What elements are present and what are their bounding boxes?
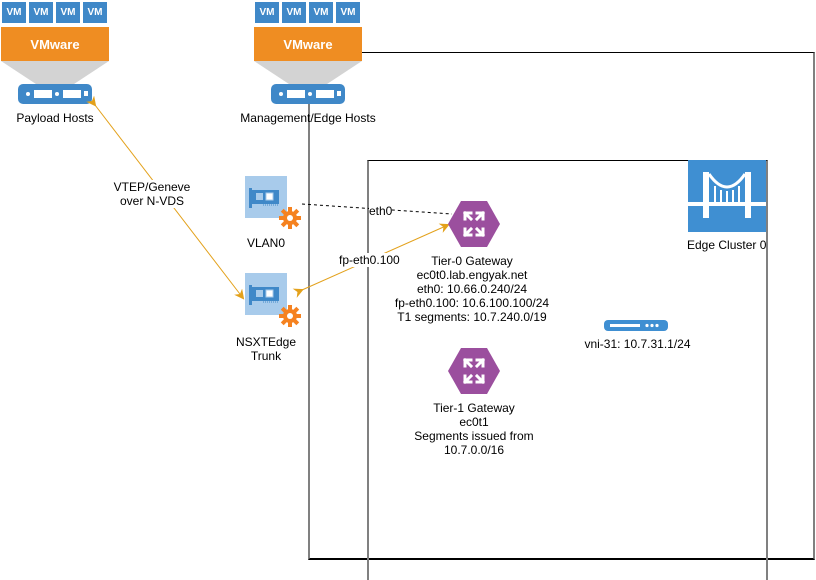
payload-funnel	[1, 61, 109, 86]
tier1-segments-text: Segments issued from	[414, 429, 534, 443]
eth0-link-label: eth0	[369, 204, 393, 218]
gear-icon	[279, 305, 301, 327]
payload-vm-row: VM VM VM VM	[2, 2, 107, 23]
tier0-gateway-label: Tier-0 Gateway ec0t0.lab.engyak.net eth0…	[372, 254, 572, 324]
tier0-fp-eth0: fp-eth0.100: 10.6.100.100/24	[394, 296, 550, 310]
fp-eth0-link-label: fp-eth0.100	[339, 253, 400, 267]
tier1-title: Tier-1 Gateway	[433, 401, 515, 415]
tier0-t1-segments: T1 segments: 10.7.240.0/19	[397, 310, 547, 324]
payload-hosts-label: Payload Hosts	[16, 111, 94, 125]
vtep-label-line2: over N-VDS	[119, 194, 184, 208]
trunk-label-line2: Trunk	[250, 349, 282, 363]
tier0-gateway-icon[interactable]	[448, 201, 500, 247]
payload-hypervisor[interactable]: VMware	[1, 27, 109, 61]
trunk-label: NSXTEdge Trunk	[236, 335, 296, 363]
vtep-label-line1: VTEP/Geneve	[113, 180, 191, 194]
tier1-name: ec0t1	[459, 415, 489, 429]
edge-node-boundary	[367, 160, 768, 580]
tier1-gateway-label: Tier-1 Gateway ec0t1 Segments issued fro…	[374, 401, 574, 457]
tier1-gateway-icon[interactable]	[448, 348, 500, 394]
tier0-title: Tier-0 Gateway	[431, 254, 513, 268]
vm-icon[interactable]: VM	[29, 2, 53, 23]
mgmt-funnel	[254, 61, 362, 86]
trunk-label-line1: NSXTEdge	[236, 335, 297, 349]
vm-icon[interactable]: VM	[282, 2, 306, 23]
mgmt-hypervisor[interactable]: VMware	[254, 27, 362, 61]
segment-label: vni-31: 10.7.31.1/24	[584, 337, 691, 351]
mgmt-host-server-icon[interactable]	[271, 84, 345, 104]
mgmt-hosts-label: Management/Edge Hosts	[240, 111, 376, 125]
vm-icon[interactable]: VM	[309, 2, 333, 23]
tier1-segments-range: 10.7.0.0/16	[443, 443, 505, 457]
trunk-nic-icon[interactable]	[245, 273, 305, 327]
management-host-boundary	[308, 52, 815, 560]
eth0-link	[301, 203, 453, 215]
tier0-hostname: ec0t0.lab.engyak.net	[416, 268, 528, 282]
vlan0-label: VLAN0	[246, 236, 286, 250]
mgmt-vm-row: VM VM VM VM	[255, 2, 360, 23]
vm-icon[interactable]: VM	[83, 2, 107, 23]
vm-icon[interactable]: VM	[336, 2, 360, 23]
gear-icon	[279, 207, 301, 229]
segment-switch-icon[interactable]	[604, 320, 668, 331]
edge-cluster-bridge-icon[interactable]	[688, 160, 766, 232]
payload-host-server-icon[interactable]	[18, 84, 92, 104]
vtep-link-label: VTEP/Geneve over N-VDS	[112, 180, 192, 208]
vm-icon[interactable]: VM	[56, 2, 80, 23]
tier0-eth0: eth0: 10.66.0.240/24	[416, 282, 528, 296]
vlan0-nic-icon[interactable]	[245, 176, 305, 230]
vm-icon[interactable]: VM	[2, 2, 26, 23]
vm-icon[interactable]: VM	[255, 2, 279, 23]
edge-cluster-label: Edge Cluster 0	[687, 238, 767, 252]
